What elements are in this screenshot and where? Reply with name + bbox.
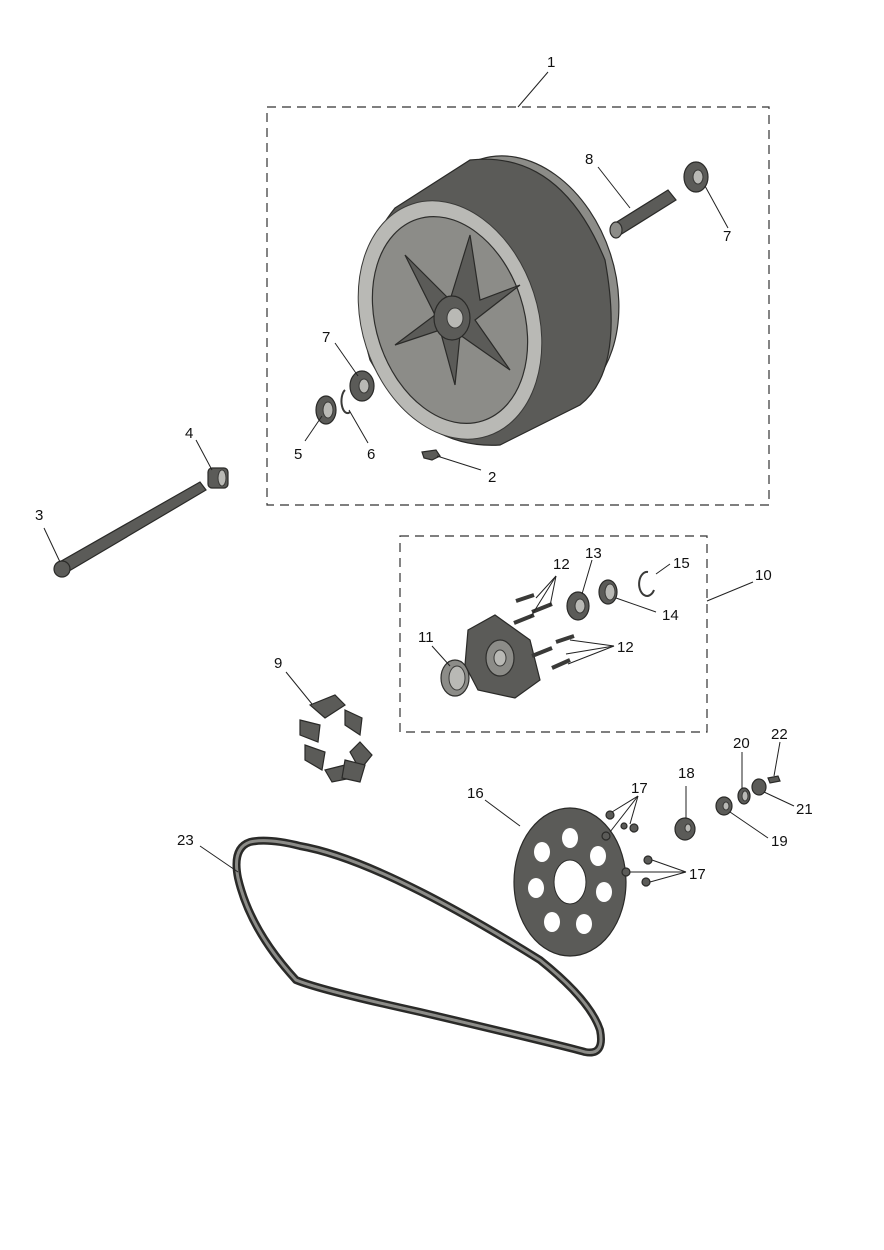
rear-sprocket — [513, 807, 627, 957]
callout-1: 1 — [547, 54, 555, 71]
bearing-right — [683, 161, 709, 193]
callout-14: 14 — [662, 607, 679, 624]
washer — [715, 796, 733, 816]
hub-sleeve — [440, 659, 470, 697]
callout-17-lower: 17 — [689, 866, 706, 883]
rear-wheel — [357, 155, 620, 446]
spacer-tube — [609, 189, 677, 239]
circlip — [340, 389, 351, 415]
callout-8: 8 — [585, 151, 593, 168]
callout-20: 20 — [733, 735, 750, 752]
callout-11: 11 — [418, 629, 434, 646]
bearing-left — [349, 370, 375, 402]
spacer — [207, 467, 229, 489]
studs-upper — [513, 593, 553, 625]
callout-numbers: 1 2 3 4 5 6 7 7 8 9 10 11 12 12 13 14 15… — [35, 54, 813, 883]
callout-13: 13 — [585, 545, 602, 562]
callout-2: 2 — [488, 469, 496, 486]
thin-washer — [737, 787, 751, 805]
callout-12-upper: 12 — [553, 556, 570, 573]
callout-23: 23 — [177, 832, 194, 849]
callout-19: 19 — [771, 833, 788, 850]
callout-5: 5 — [294, 446, 302, 463]
callout-6: 6 — [367, 446, 375, 463]
hub-seal — [598, 579, 618, 605]
hub-circlip — [638, 570, 655, 597]
axle-spacer — [674, 817, 696, 841]
callout-12-lower: 12 — [617, 639, 634, 656]
sprocket-nuts-upper — [601, 810, 639, 841]
axle-nut — [751, 778, 767, 796]
callout-4: 4 — [185, 425, 193, 442]
callout-7-left: 7 — [322, 329, 330, 346]
callout-16: 16 — [467, 785, 484, 802]
axle — [53, 481, 207, 578]
callout-9: 9 — [274, 655, 282, 672]
leader-lines — [43, 71, 795, 883]
callout-17-upper: 17 — [631, 780, 648, 797]
hub-assembly-box — [399, 535, 708, 733]
cush-drive-rubbers — [299, 694, 373, 783]
studs-lower — [531, 634, 575, 670]
callout-15: 15 — [673, 555, 690, 572]
drive-chain — [232, 836, 605, 1057]
seal — [315, 395, 337, 425]
hub-bearing — [566, 591, 590, 621]
sprocket-carrier — [464, 614, 541, 699]
callout-10: 10 — [755, 567, 772, 584]
callout-22: 22 — [771, 726, 788, 743]
callout-7-right: 7 — [723, 228, 731, 245]
callout-3: 3 — [35, 507, 43, 524]
callout-21: 21 — [796, 801, 813, 818]
split-pin — [767, 775, 781, 784]
valve — [421, 449, 441, 461]
callout-18: 18 — [678, 765, 695, 782]
